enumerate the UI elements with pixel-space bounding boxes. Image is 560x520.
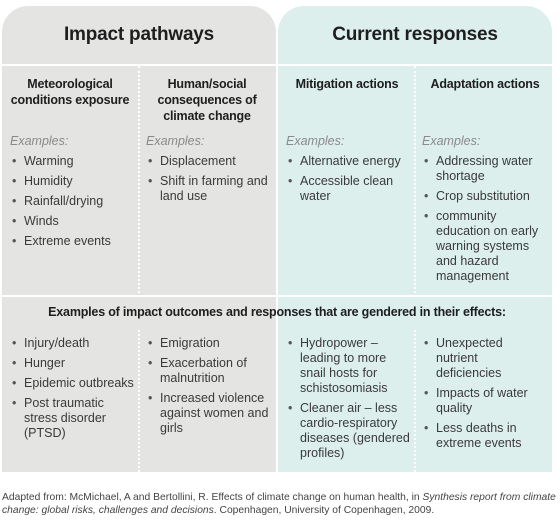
list-item: Shift in farming and land use — [146, 174, 268, 204]
gendered-column-1: Injury/death Hunger Epidemic outbreaks P… — [10, 336, 134, 446]
column-divider-1b — [138, 330, 140, 472]
list-item: Addressing water shortage — [422, 154, 548, 184]
column-mitigation: Mitigation actions Examples: Alternative… — [286, 76, 408, 209]
column-human-social: Human/social consequences of climate cha… — [146, 76, 268, 209]
list-item: Warming — [10, 154, 130, 169]
example-list: Displacement Shift in farming and land u… — [146, 154, 268, 204]
caption-italic-title: Synthesis report from climate change: gl… — [2, 492, 556, 516]
column-meteorological: Meteorological conditions exposure Examp… — [10, 76, 130, 254]
list-item: community education on early warning sys… — [422, 209, 548, 284]
outcome-list: Emigration Exacerbation of malnutrition … — [146, 336, 270, 436]
list-item: Exacerbation of malnutrition — [146, 356, 270, 386]
examples-label: Examples: — [422, 134, 481, 148]
examples-label: Examples: — [146, 134, 205, 148]
source-caption: Adapted from: McMichael, A and Bertollin… — [2, 491, 558, 517]
list-item: Alternative energy — [286, 154, 408, 169]
list-item: Impacts of water quality — [422, 386, 546, 416]
section-divider — [2, 295, 552, 297]
outcome-list: Unexpected nutrient deficiencies Impacts… — [422, 336, 546, 451]
list-item: Humidity — [10, 174, 130, 189]
column-heading: Mitigation actions — [295, 77, 399, 91]
title-divider — [2, 64, 552, 66]
column-heading: Meteorological conditions exposure — [10, 77, 130, 107]
list-item: Post traumatic stress disorder (PTSD) — [10, 396, 134, 441]
column-heading: Adaptation actions — [430, 77, 540, 91]
list-item: Unexpected nutrient deficiencies — [422, 336, 546, 381]
example-list: Addressing water shortage Crop substitut… — [422, 154, 548, 284]
gendered-effects-heading: Examples of impact outcomes and response… — [48, 305, 506, 319]
list-item: Hydropower – leading to more snail hosts… — [286, 336, 410, 396]
current-responses-title: Current responses — [332, 24, 498, 45]
column-heading: Human/social consequences of climate cha… — [157, 77, 257, 123]
list-item: Displacement — [146, 154, 268, 169]
list-item: Epidemic outbreaks — [10, 376, 134, 391]
column-divider-3 — [414, 66, 416, 293]
list-item: Accessible clean water — [286, 174, 408, 204]
gendered-column-3: Hydropower – leading to more snail hosts… — [286, 336, 410, 466]
outcome-list: Injury/death Hunger Epidemic outbreaks P… — [10, 336, 134, 441]
column-divider-3b — [414, 330, 416, 472]
caption-suffix: . Copenhagen, University of Copenhagen, … — [213, 505, 435, 516]
list-item: Increased violence against women and gir… — [146, 391, 270, 436]
list-item: Hunger — [10, 356, 134, 371]
examples-label: Examples: — [286, 134, 345, 148]
example-list: Warming Humidity Rainfall/drying Winds E… — [10, 154, 130, 249]
gendered-column-4: Unexpected nutrient deficiencies Impacts… — [422, 336, 546, 456]
list-item: Less deaths in extreme events — [422, 421, 546, 451]
list-item: Injury/death — [10, 336, 134, 351]
list-item: Winds — [10, 214, 130, 229]
list-item: Extreme events — [10, 234, 130, 249]
caption-prefix: Adapted from: McMichael, A and Bertollin… — [2, 492, 423, 503]
impact-pathways-title: Impact pathways — [63, 24, 215, 45]
gendered-column-2: Emigration Exacerbation of malnutrition … — [146, 336, 270, 441]
column-divider-1 — [138, 66, 140, 293]
list-item: Cleaner air – less cardio-respiratory di… — [286, 401, 410, 461]
example-list: Alternative energy Accessible clean wate… — [286, 154, 408, 204]
examples-label: Examples: — [10, 134, 69, 148]
list-item: Crop substitution — [422, 189, 548, 204]
outcome-list: Hydropower – leading to more snail hosts… — [286, 336, 410, 461]
column-adaptation: Adaptation actions Examples: Addressing … — [422, 76, 548, 289]
list-item: Rainfall/drying — [10, 194, 130, 209]
list-item: Emigration — [146, 336, 270, 351]
